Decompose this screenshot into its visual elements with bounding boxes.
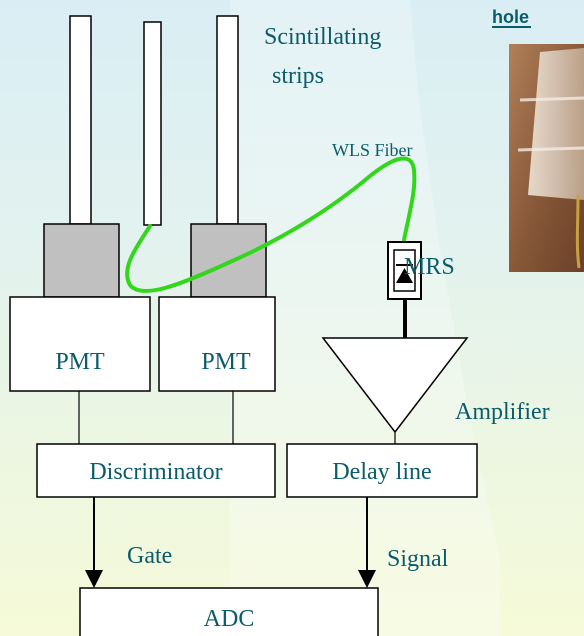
- discriminator-label: Discriminator: [89, 459, 222, 485]
- delay-line-box: [286, 443, 478, 498]
- delay-line-label: Delay line: [332, 459, 431, 485]
- amplifier-label: Amplifier: [455, 399, 550, 425]
- pmt-left-box: [9, 296, 151, 392]
- scintillating-strip-1: [69, 15, 92, 225]
- adc-box: [79, 587, 379, 636]
- scintillator-photo: [509, 44, 584, 272]
- title-fragment: hole: [492, 7, 529, 27]
- fiber-label: WLS Fiber: [332, 140, 413, 160]
- gate-label: Gate: [127, 543, 172, 569]
- signal-arrow-head: [358, 570, 376, 588]
- mrs-label: MRS: [404, 254, 455, 280]
- strips-label-line1: Scintillating: [264, 24, 381, 50]
- amplifier-triangle: [321, 337, 469, 434]
- pmt-base-left: [43, 223, 120, 298]
- pmt-right-box: [158, 296, 276, 392]
- discriminator-box: [36, 443, 276, 498]
- scintillating-strip-3: [216, 15, 239, 225]
- gate-arrow-head: [85, 570, 103, 588]
- strips-label-line2: strips: [272, 63, 324, 89]
- adc-label: ADC: [204, 606, 255, 632]
- pmt-right-label: PMT: [201, 349, 251, 375]
- scintillating-strip-2: [143, 21, 162, 226]
- signal-label: Signal: [387, 546, 449, 572]
- wls-fiber: [125, 156, 417, 294]
- pmt-left-label: PMT: [55, 349, 105, 375]
